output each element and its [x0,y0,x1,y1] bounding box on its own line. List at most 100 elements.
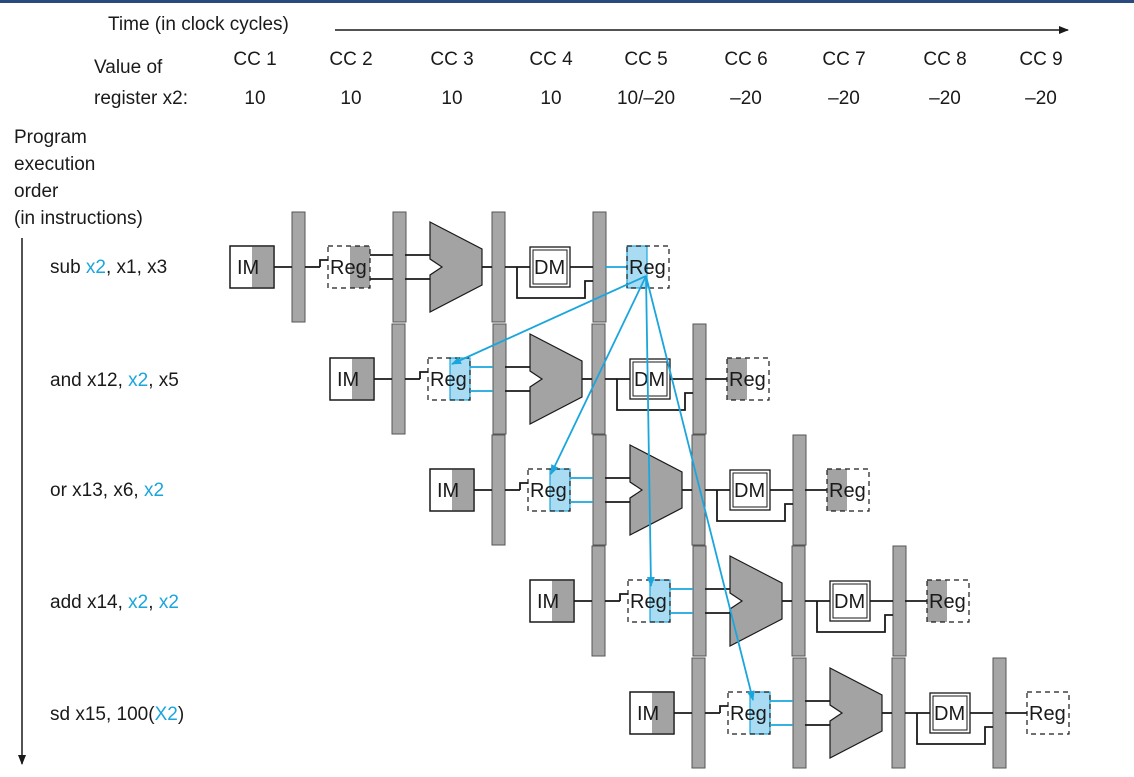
reg-read-label: Reg [730,703,767,725]
time-axis-label: Time (in clock cycles) [108,14,289,35]
reg-read-label: Reg [330,257,367,279]
register-file-write [626,245,670,289]
instruction-label-sub: sub x2, x1, x3 [50,257,168,278]
reg-write-label: Reg [729,369,766,391]
dependency-arrow-3 [645,275,655,587]
instruction-label-or: or x13, x6, x2 [50,480,165,501]
cycle-label-cc8: CC 8 [923,49,967,70]
x2-value-cc4: 10 [540,88,562,109]
im-label: IM [437,480,459,502]
dependency-arrow-2 [550,275,647,475]
register-write-shade [927,580,947,622]
data-memory-inner [832,583,868,619]
datapath-wire [916,713,993,745]
register-value-label-line1: Value of [94,57,163,78]
pipeline-register-3 [491,211,506,323]
dm-label: DM [834,591,865,613]
reg-write-label: Reg [1029,703,1066,725]
register-read-shade [350,246,370,288]
data-memory [929,692,971,734]
datapath-wire [616,379,693,411]
datapath-wire [419,371,428,379]
datapath-wire [519,482,528,490]
cycle-label-cc4: CC 4 [529,49,573,70]
cycle-label-cc3: CC 3 [430,49,474,70]
pipeline-register-3 [591,323,606,435]
order-label-line4: (in instructions) [14,208,143,229]
datapath-wire [816,601,893,633]
data-memory [529,246,571,288]
pipeline-register-2 [492,323,507,435]
register-value-label-line2: register x2: [94,88,188,109]
x2-value-cc2: 10 [340,88,362,109]
dependency-arrow-4 [645,275,755,701]
pipeline-row-sub: IM Reg DM Reg [229,211,670,323]
data-memory [729,469,771,511]
x2-value-cc3: 10 [441,88,463,109]
dm-label: DM [634,369,665,391]
instruction-label-and: and x12, x2, x5 [50,370,179,391]
instruction-label-add: add x14, x2, x2 [50,592,179,613]
register-write-shade [727,358,747,400]
data-memory [629,358,671,400]
cycle-label-cc6: CC 6 [724,49,768,70]
im-label: IM [537,591,559,613]
datapath-wire [719,705,728,713]
register-file-write [1026,691,1070,735]
dm-label: DM [534,257,565,279]
dm-label: DM [934,703,965,725]
pipeline-register-3 [791,545,806,657]
im-label: IM [237,257,259,279]
im-label: IM [337,369,359,391]
alu [429,221,483,313]
order-label-line1: Program [14,127,87,148]
register-file-read [527,468,571,512]
register-file-write [726,357,770,401]
alu [529,333,583,425]
datapath-wire [319,259,328,267]
pipeline-register-1 [691,657,706,769]
pipeline-register-2 [592,434,607,546]
instruction-memory-shade [452,469,474,511]
top-accent-bar [0,0,1134,3]
pipeline-register-2 [392,211,407,323]
pipeline-register-3 [691,434,706,546]
datapath-wire [516,267,593,299]
x2-value-cc1: 10 [244,88,266,109]
pipeline-register-3 [891,657,906,769]
data-memory-inner [932,695,968,731]
dependency-arrows [451,275,755,701]
datapath-wire [619,593,628,601]
register-file-write [826,468,870,512]
instruction-label-sd: sd x15, 100(X2) [50,704,185,725]
x2-value-cc5: 10/–20 [616,88,676,109]
instruction-memory-shade [252,246,274,288]
reg-write-label: Reg [629,257,666,279]
pipeline-register-2 [692,545,707,657]
cycle-label-cc7: CC 7 [822,49,866,70]
x2-value-cc9: –20 [1025,88,1057,109]
pipeline-register-4 [992,657,1007,769]
dm-label: DM [734,480,765,502]
alu [629,444,683,536]
order-label-line3: order [14,181,59,202]
cycle-label-cc2: CC 2 [329,49,373,70]
instruction-memory-shade [552,580,574,622]
pipeline-register-4 [592,211,607,323]
x2-value-cc7: –20 [828,88,860,109]
reg-read-label: Reg [630,591,667,613]
x2-value-cc6: –20 [730,88,762,109]
data-memory-inner [532,249,568,285]
register-file-write [926,579,970,623]
pipeline-register-4 [892,545,907,657]
pipeline-register-1 [291,211,306,323]
dependency-arrow-1 [451,275,647,365]
data-memory [829,580,871,622]
instruction-memory-shade [652,692,674,734]
pipeline-register-4 [792,434,807,546]
datapath-wire [716,490,793,522]
